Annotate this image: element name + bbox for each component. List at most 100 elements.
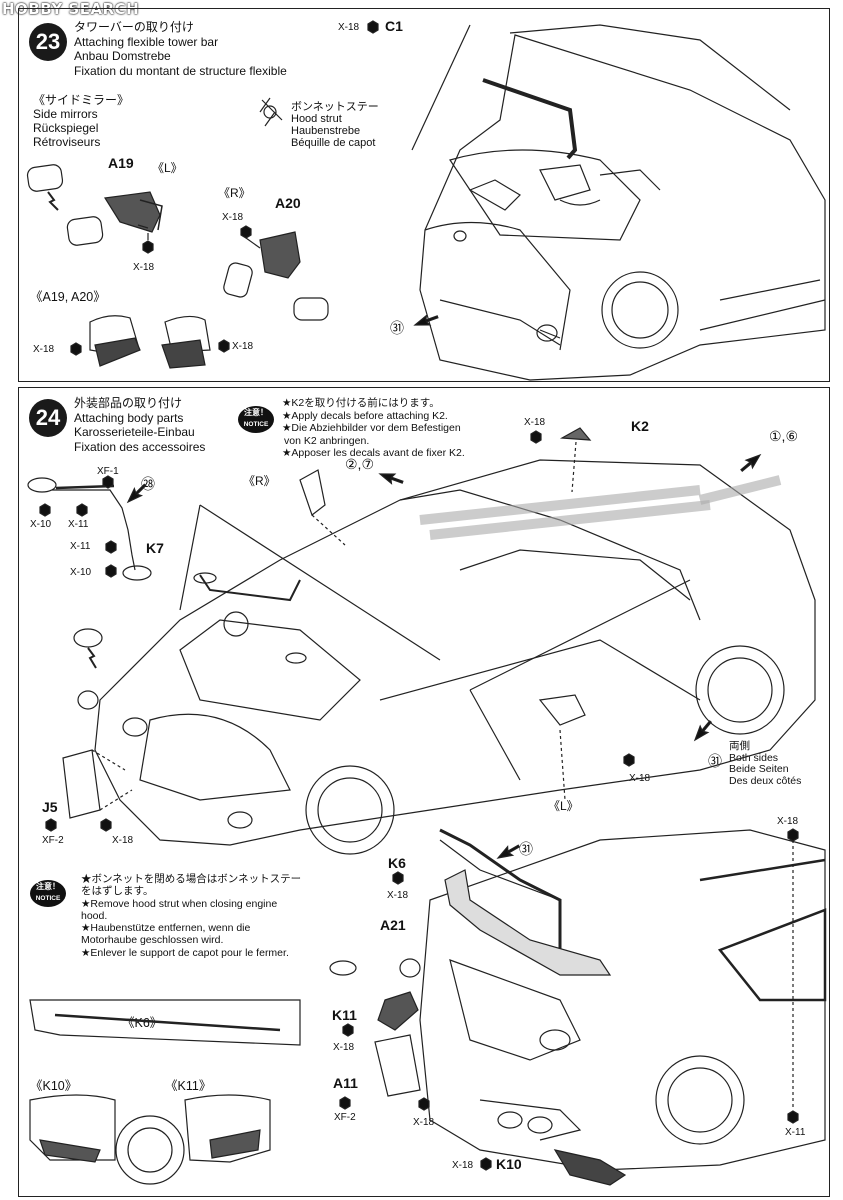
both-fr: Des deux côtés <box>729 774 802 787</box>
step-24-title: 外装部品の取り付け Attaching body parts Karosseri… <box>74 396 205 454</box>
k11-label: 《K11》 <box>165 1079 212 1093</box>
part-k11-reflector <box>377 991 419 1031</box>
decal-31-label: ㉛ <box>390 320 404 336</box>
mirrors-de: Rückspiegel <box>33 121 99 135</box>
screw-label: X-11 <box>785 1127 806 1138</box>
title-de: Karosserieteile-Einbau <box>74 425 195 439</box>
part-k6-spoiler <box>439 828 562 950</box>
k10-label: 《K10》 <box>30 1079 78 1093</box>
decal-31-label: ㉛ <box>519 841 533 857</box>
notice1-line: ★Die Abziehbilder vor dem Befestigen <box>282 422 461 434</box>
mirror-pair <box>89 315 211 369</box>
title-en: Attaching body parts <box>74 410 184 425</box>
part-c1-label: C1 <box>385 18 403 34</box>
part-j5-label: J5 <box>42 799 58 815</box>
notice-badge: 注意！ NOTICE <box>238 406 274 433</box>
notice1-line: ★Apply decals before attaching K2. <box>282 409 448 422</box>
part-k2-label: K2 <box>631 418 649 434</box>
screw-label: XF-2 <box>42 835 64 846</box>
decal-oval <box>77 690 99 710</box>
part-k10-label: K10 <box>496 1156 522 1172</box>
car-rear-view-24 <box>419 829 827 1171</box>
title-jp: 外装部品の取り付け <box>74 396 183 410</box>
screw-label: X-18 <box>413 1117 435 1128</box>
screw-label: X-11 <box>70 541 91 552</box>
notice-1-text: ★K2を取り付ける前にはります。 ★Apply decals before at… <box>282 397 465 460</box>
part-a21-label: A21 <box>380 917 406 933</box>
both-en: Both sides <box>729 751 779 764</box>
part-k10-diffuser <box>553 1149 627 1186</box>
decal-oval <box>399 958 421 978</box>
notice-2-text: ★ボンネットを閉める場合はボンネットステー をはずします。 ★Remove ho… <box>81 873 301 959</box>
side-r-label: 《R》 <box>243 474 276 488</box>
car-front-view-23 <box>419 24 826 381</box>
step-24-number: 24 <box>29 399 67 437</box>
notice1-line: ★Apposer les decals avant de fixer K2. <box>282 447 465 459</box>
title-en: Attaching flexible tower bar <box>74 34 219 49</box>
k6-detail <box>29 999 301 1046</box>
side-r-label: 《R》 <box>218 186 251 200</box>
watermark: HOBBY SEARCH <box>2 0 140 18</box>
notice1-line: von K2 anbringen. <box>284 434 370 447</box>
notice-jp: 注意！ <box>244 408 268 417</box>
decal-oval <box>122 717 148 737</box>
title-fr: Fixation du montant de structure flexibl… <box>74 63 287 78</box>
notice2-line: ★Enlever le support de capot pour le fer… <box>81 946 289 959</box>
title-de: Anbau Domstrebe <box>74 49 171 63</box>
part-j5-plate <box>62 749 133 819</box>
both-de: Beide Seiten <box>729 763 789 775</box>
screw-label: X-18 <box>112 835 134 846</box>
notice-jp: 注意！ <box>36 882 60 891</box>
both-sides-label: 両側 Both sides Beide Seiten Des deux côté… <box>729 740 802 787</box>
strut-de: Haubenstrebe <box>291 125 361 137</box>
screw-label: X-18 <box>33 344 55 355</box>
title-fr: Fixation des accessoires <box>74 439 206 454</box>
notice2-line: ★ボンネットを閉める場合はボンネットステー <box>81 873 302 885</box>
mirror-right-24 <box>299 469 346 546</box>
screw-label: X-10 <box>70 567 92 578</box>
notice2-line: Motorhaube geschlossen wird. <box>81 934 224 947</box>
screw-label: X-10 <box>30 519 52 530</box>
part-k2-antenna <box>559 427 592 493</box>
notice2-line: をはずします。 <box>81 885 154 898</box>
part-a20-mirror <box>223 231 329 321</box>
strut-en: Hood strut <box>291 113 342 125</box>
a19-a20-label: 《A19, A20》 <box>30 290 106 304</box>
notice-en: NOTICE <box>243 421 269 428</box>
step-23-panel <box>18 8 830 382</box>
both-jp: 両側 <box>729 740 750 752</box>
mirrors-fr: Rétroviseurs <box>33 135 101 149</box>
screw-label: X-18 <box>232 341 254 352</box>
title-jp: タワーバーの取り付け <box>74 20 194 34</box>
screw-label: X-18 <box>338 22 360 33</box>
notice2-line: hood. <box>81 909 108 922</box>
part-k6-label: K6 <box>388 855 406 871</box>
notice2-line: ★Remove hood strut when closing engine <box>81 897 278 910</box>
notice2-line: ★Haubenstütze entfernen, wenn die <box>81 922 251 935</box>
screw-label: XF-2 <box>334 1112 356 1123</box>
part-a21-wing <box>444 869 612 976</box>
strut-jp: ボンネットステー <box>291 101 379 113</box>
screw-label: X-18 <box>222 212 244 223</box>
step-23-title: タワーバーの取り付け Attaching flexible tower bar … <box>74 20 287 78</box>
part-a19-label: A19 <box>108 155 134 171</box>
hood-strut-rod <box>411 24 471 151</box>
hood-strut-label: ボンネットステー Hood strut Haubenstrebe Béquill… <box>291 101 379 149</box>
notice-en: NOTICE <box>35 895 61 902</box>
part-a11-label: A11 <box>333 1075 358 1091</box>
mirrors-jp: 《サイドミラー》 <box>33 93 130 107</box>
screw-label: X-18 <box>452 1160 474 1171</box>
screwdriver-icon <box>259 97 283 127</box>
decal-2-7-label: ②,⑦ <box>345 456 374 472</box>
screw-label: XF-1 <box>97 466 119 477</box>
notice-badge: 注意！ NOTICE <box>30 880 66 907</box>
hood-open <box>179 504 441 661</box>
step-24-panel <box>18 387 830 1197</box>
part-k7-label: K7 <box>146 540 164 556</box>
screw-label: X-18 <box>333 1042 355 1053</box>
screw-label: X-18 <box>777 816 799 827</box>
part-c1-tower-bar <box>482 78 578 160</box>
notice1-line: ★K2を取り付ける前にはります。 <box>282 397 440 409</box>
mirror-glass-left <box>26 164 104 246</box>
